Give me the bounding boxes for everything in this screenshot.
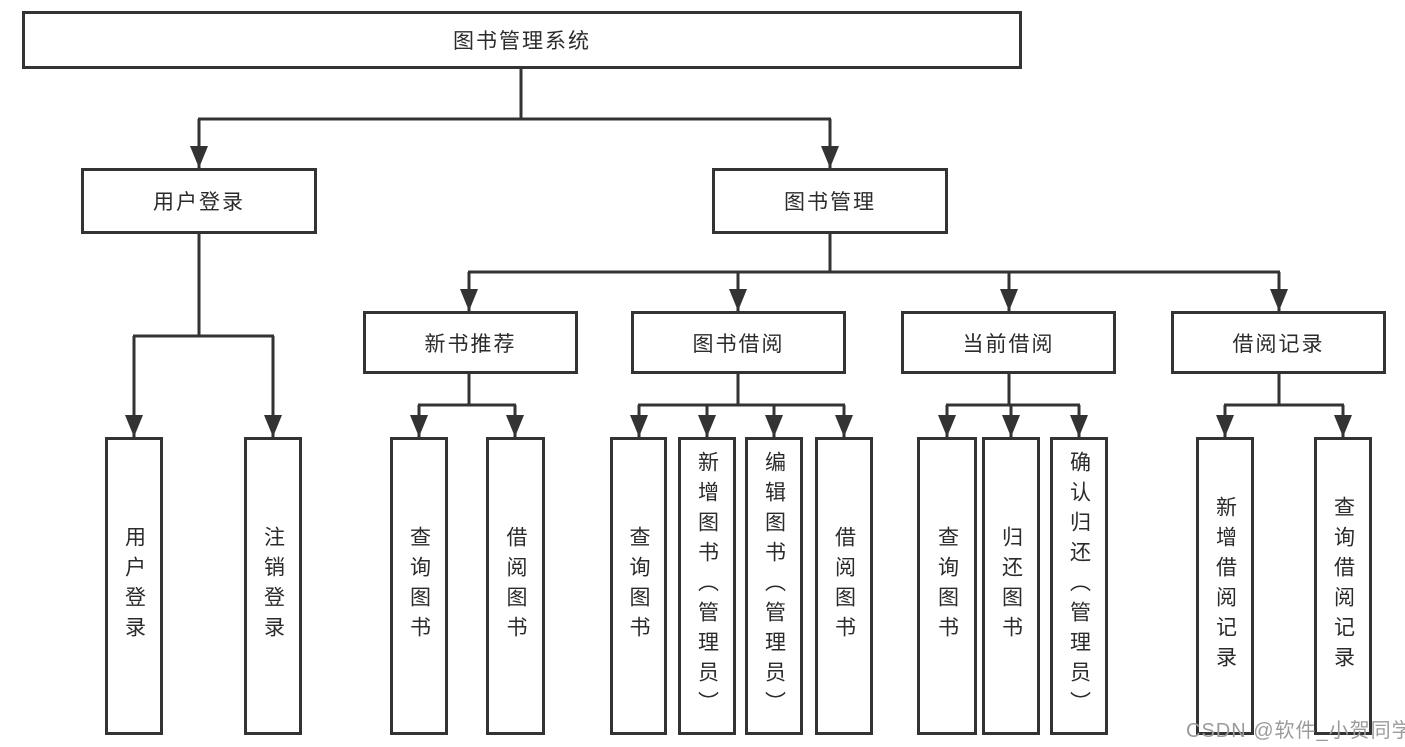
leaf-bb-add-books-admin: 新增图书（管理员） [678, 437, 736, 735]
node-new-book-recommend: 新书推荐 [363, 311, 578, 374]
node-book-management: 图书管理 [712, 168, 948, 234]
connector-user-login-children [132, 234, 275, 437]
leaf-label: 归还图书 [999, 526, 1023, 646]
node-label: 新书推荐 [424, 332, 517, 356]
leaf-label: 查询借阅记录 [1331, 496, 1355, 676]
leaf-label: 查询图书 [407, 526, 431, 646]
node-current-borrow: 当前借阅 [901, 311, 1116, 374]
connector-book-borrow-children [637, 374, 846, 437]
leaf-label: 注销登录 [261, 526, 285, 646]
leaf-label: 新增图书（管理员） [695, 451, 719, 721]
node-label: 当前借阅 [962, 332, 1055, 356]
connector-new-book-children [417, 374, 517, 437]
leaf-bb-edit-books-admin: 编辑图书（管理员） [745, 437, 803, 735]
node-root-system: 图书管理系统 [22, 11, 1022, 69]
leaf-bb-borrow-books: 借阅图书 [815, 437, 873, 735]
connector-book-management-to-level3 [467, 234, 1281, 311]
leaf-label: 新增借阅记录 [1213, 496, 1237, 676]
leaf-logout: 注销登录 [244, 437, 302, 735]
leaf-label: 编辑图书（管理员） [762, 451, 786, 721]
leaf-bb-query-books: 查询图书 [610, 437, 667, 735]
leaf-user-login: 用户登录 [105, 437, 163, 735]
arrow-down-icons [125, 146, 1352, 437]
leaf-br-query-record: 查询借阅记录 [1314, 437, 1372, 735]
watermark: CSDN @软件_小贺同学 [1186, 720, 1405, 742]
leaf-label: 借阅图书 [504, 526, 527, 646]
leaf-label: 查询图书 [935, 526, 959, 646]
leaf-label: 用户登录 [122, 526, 146, 646]
connector-borrow-records-children [1223, 374, 1345, 437]
node-book-borrow: 图书借阅 [631, 311, 846, 374]
leaf-cb-query-books: 查询图书 [917, 437, 977, 735]
leaf-nb-query-books: 查询图书 [390, 437, 448, 735]
node-label: 用户登录 [153, 191, 245, 214]
leaf-nb-borrow-books: 借阅图书 [486, 437, 545, 735]
leaf-cb-return-books: 归还图书 [982, 437, 1040, 735]
node-label: 图书管理系统 [453, 30, 591, 53]
node-user-login: 用户登录 [81, 168, 317, 234]
leaf-label: 确认归还（管理员） [1067, 451, 1091, 721]
leaf-label: 查询图书 [627, 526, 650, 646]
connector-root-to-level2 [197, 69, 832, 168]
node-label: 图书管理 [784, 191, 876, 214]
node-label: 图书借阅 [692, 332, 785, 356]
node-label: 借阅记录 [1232, 332, 1325, 356]
leaf-cb-confirm-return-admin: 确认归还（管理员） [1050, 437, 1108, 735]
leaf-label: 借阅图书 [832, 526, 856, 646]
leaf-br-add-record: 新增借阅记录 [1196, 437, 1254, 735]
node-borrow-records: 借阅记录 [1171, 311, 1386, 374]
